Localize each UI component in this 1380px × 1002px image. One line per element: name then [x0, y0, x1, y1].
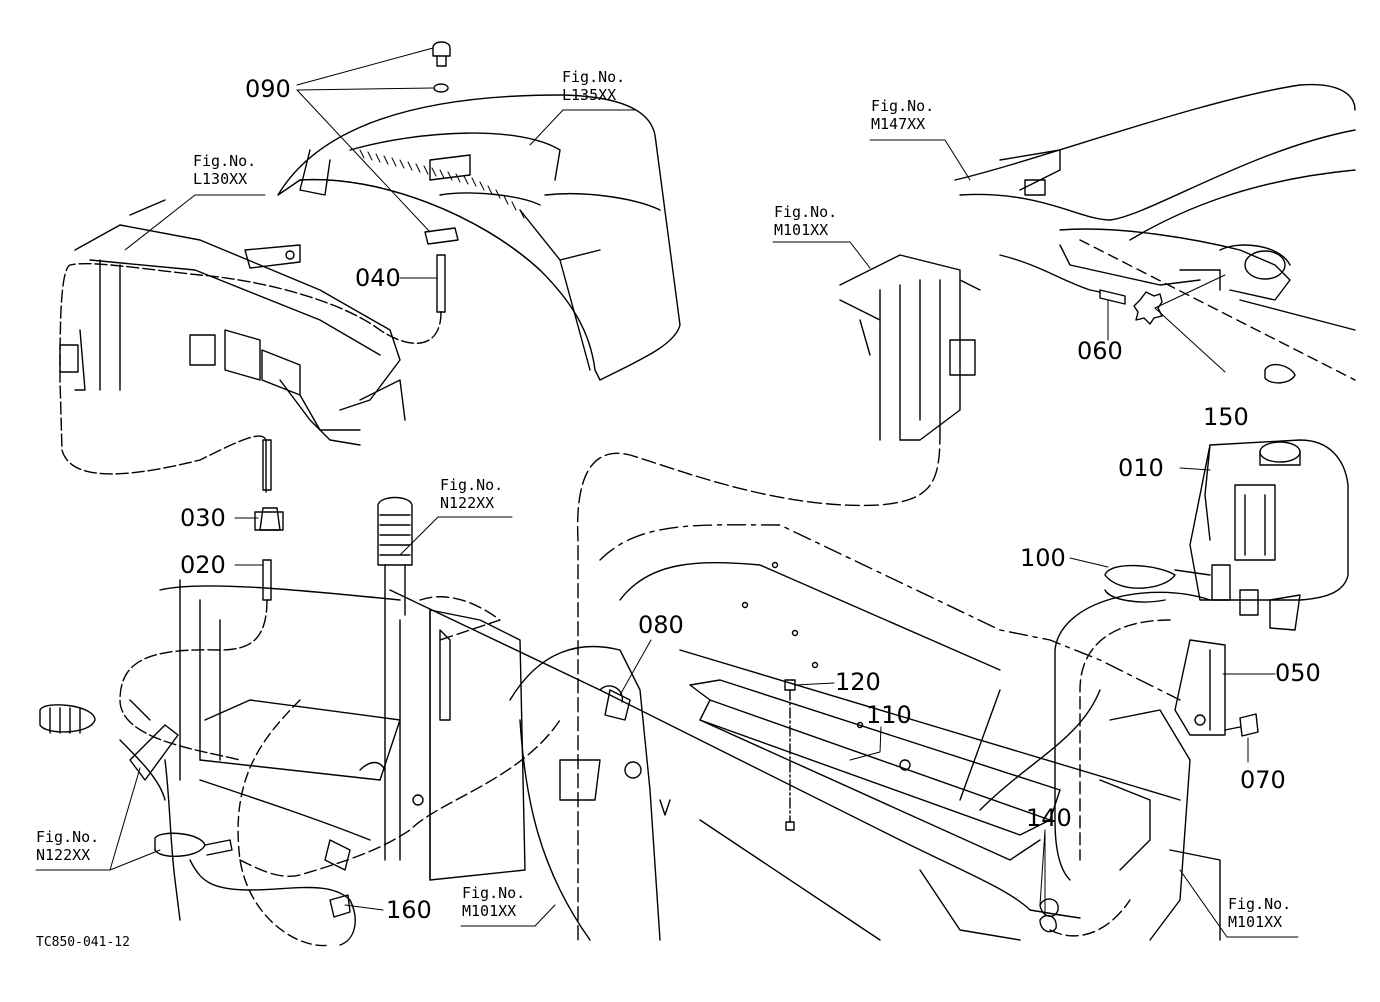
part-label-160: 160	[386, 896, 432, 924]
fig-ref-n122xx-left: Fig.No.N122XX	[36, 828, 100, 864]
part-label-120: 120	[835, 668, 881, 696]
bracket-050-illustration	[1174, 639, 1259, 737]
fig-ref-l135xx: Fig.No.L135XX	[562, 68, 626, 104]
reservoir-tank-illustration	[1189, 439, 1349, 631]
part-label-050: 050	[1275, 659, 1321, 687]
part-label-080: 080	[638, 611, 684, 639]
leader-lines	[35, 47, 1299, 938]
cable-joint-030-illustration	[119, 439, 284, 761]
lower-left-illustration	[129, 496, 526, 947]
part-label-110: 110	[866, 701, 912, 729]
main-cable-illustration	[239, 589, 1131, 937]
part-label-010: 010	[1118, 454, 1164, 482]
upper-frame-illustration	[954, 83, 1356, 381]
fender-illustration	[277, 94, 681, 381]
fig-ref-m101xx-lower: Fig.No.M101XX	[462, 884, 526, 920]
main-frame-illustration	[509, 524, 1221, 941]
part-label-140: 140	[1026, 804, 1072, 832]
fig-ref-l130xx: Fig.No.L130XX	[193, 152, 257, 188]
part-label-100: 100	[1020, 544, 1066, 572]
fig-ref-m101xx-upper: Fig.No.M101XX	[774, 203, 838, 239]
drawing-code: TC850-041-12	[36, 935, 130, 950]
bolt-090-illustration	[424, 41, 459, 313]
part-label-090: 090	[245, 75, 291, 103]
part-label-060: 060	[1077, 337, 1123, 365]
cable-040-illustration	[59, 262, 442, 493]
fig-ref-n122xx-center: Fig.No.N122XX	[440, 476, 504, 512]
part-label-030: 030	[180, 504, 226, 532]
part-label-150: 150	[1203, 403, 1249, 431]
hose-100-illustration	[1054, 564, 1211, 881]
part-label-070: 070	[1240, 766, 1286, 794]
part-label-040: 040	[355, 264, 401, 292]
post-upper-illustration	[839, 254, 981, 441]
pedal-spring-illustration	[39, 704, 356, 946]
rops-frame-illustration	[59, 199, 406, 446]
fig-ref-m101xx-right: Fig.No.M101XX	[1228, 895, 1292, 931]
part-label-020: 020	[180, 551, 226, 579]
cable-060-illustration	[576, 254, 1296, 941]
fig-ref-m147xx: Fig.No.M147XX	[871, 97, 935, 133]
